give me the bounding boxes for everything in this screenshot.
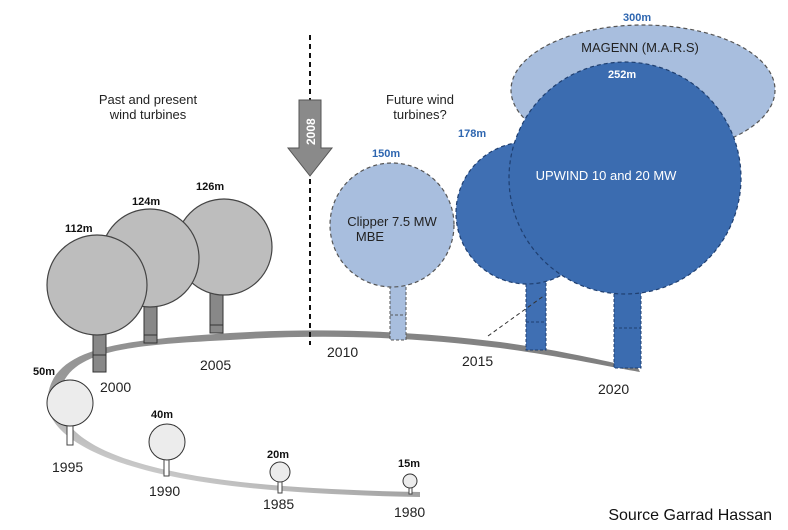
clipper-name-line2: MBE bbox=[356, 229, 385, 244]
future-heading-line1: Future wind bbox=[386, 92, 454, 107]
upwind-rotor bbox=[508, 61, 742, 295]
clipper-name-line1: Clipper 7.5 MW bbox=[347, 214, 437, 229]
clipper-size: 150m bbox=[372, 148, 400, 160]
year-label-2010: 2010 bbox=[327, 344, 358, 360]
turbine-1980-size: 15m bbox=[398, 458, 420, 470]
year-label-2015: 2015 bbox=[462, 353, 493, 369]
year-label-1995: 1995 bbox=[52, 459, 83, 475]
future-heading-line2: turbines? bbox=[393, 107, 446, 122]
divider-year-label: 2008 bbox=[304, 118, 318, 145]
turbine-1985-size: 20m bbox=[267, 449, 289, 461]
magenn-name: MAGENN (M.A.R.S) bbox=[581, 40, 699, 55]
turbine-126m-size: 126m bbox=[196, 181, 224, 193]
year-label-1980: 1980 bbox=[394, 504, 425, 520]
turbine-1995-size: 50m bbox=[33, 366, 55, 378]
turbine-178m-size: 178m bbox=[458, 128, 486, 140]
year-label-2020: 2020 bbox=[598, 381, 629, 397]
upwind-name: UPWIND 10 and 20 MW bbox=[536, 168, 678, 183]
turbine-112m-rotor bbox=[46, 234, 148, 336]
year-label-2005: 2005 bbox=[200, 357, 231, 373]
upwind-guide-line bbox=[487, 294, 546, 337]
clipper-rotor bbox=[329, 162, 455, 288]
past-heading-line1: Past and present bbox=[99, 92, 198, 107]
past-heading-line2: wind turbines bbox=[109, 107, 187, 122]
turbine-1985-tower bbox=[277, 480, 283, 494]
turbine-178m-tower bbox=[525, 277, 547, 351]
turbine-1980-rotor bbox=[402, 473, 418, 489]
year-label-2000: 2000 bbox=[100, 379, 131, 395]
turbine-1990-rotor bbox=[148, 423, 186, 461]
source-credit: Source Garrad Hassan bbox=[602, 506, 778, 526]
magenn-size: 300m bbox=[623, 12, 651, 24]
turbine-112m-size: 112m bbox=[65, 223, 93, 235]
upwind-size: 252m bbox=[608, 69, 636, 81]
turbine-1995-rotor bbox=[46, 379, 94, 427]
turbine-124m-size: 124m bbox=[132, 196, 160, 208]
year-label-1985: 1985 bbox=[263, 496, 294, 512]
turbine-1990-tower bbox=[163, 457, 170, 477]
turbine-1985-rotor bbox=[269, 461, 291, 483]
divider-arrow bbox=[286, 99, 334, 177]
turbine-1990-size: 40m bbox=[151, 409, 173, 421]
year-label-1990: 1990 bbox=[149, 483, 180, 499]
